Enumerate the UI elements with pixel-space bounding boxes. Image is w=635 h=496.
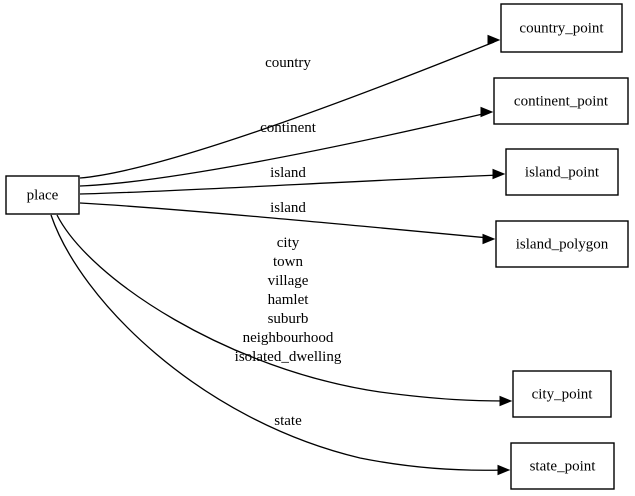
edge-label-line: island — [270, 200, 306, 216]
edge-label-place-state_point: state — [274, 413, 302, 429]
node-rect[interactable] — [510, 442, 615, 490]
node-label: island_point — [525, 164, 600, 180]
node-continent_point[interactable]: continent_point — [493, 77, 629, 125]
node-label: place — [27, 187, 59, 203]
node-label: state_point — [530, 458, 597, 474]
node-state_point[interactable]: state_point — [510, 442, 615, 490]
edge-label-line: country — [265, 55, 311, 71]
node-city_point[interactable]: city_point — [512, 370, 612, 418]
edge-label-place-country_point: country — [265, 55, 311, 71]
node-island_polygon[interactable]: island_polygon — [495, 220, 629, 268]
node-island_point[interactable]: island_point — [505, 148, 619, 196]
edge-place-island_polygon — [79, 202, 496, 245]
edge-line — [50, 214, 505, 471]
node-label: country_point — [519, 20, 604, 36]
edge-label-line: isolated_dwelling — [235, 349, 342, 365]
node-place[interactable]: place — [5, 175, 80, 215]
edge-line — [79, 41, 495, 179]
node-rect[interactable] — [5, 175, 80, 215]
edge-place-city_point — [56, 214, 513, 407]
edge-line — [79, 112, 488, 187]
edge-line — [79, 174, 500, 195]
arrowhead-icon — [482, 233, 496, 245]
arrowhead-icon — [499, 395, 513, 407]
edge-label-line: hamlet — [268, 292, 310, 308]
edge-label-line: continent — [260, 120, 317, 136]
edge-label-line: city — [277, 235, 300, 251]
edge-place-island_point — [79, 168, 506, 195]
node-rect[interactable] — [505, 148, 619, 196]
edge-label-place-island_point: island — [270, 165, 306, 181]
arrowhead-icon — [487, 34, 501, 46]
node-label: continent_point — [514, 93, 609, 109]
node-country_point[interactable]: country_point — [500, 3, 623, 53]
edge-place-country_point — [79, 34, 501, 179]
arrowhead-icon — [497, 464, 511, 476]
edge-label-line: island — [270, 165, 306, 181]
edge-line — [56, 214, 507, 402]
edge-label-line: neighbourhood — [243, 330, 334, 346]
edge-line — [79, 202, 490, 239]
edge-label-line: village — [268, 273, 309, 289]
edges-layer — [50, 34, 513, 476]
edge-labels-layer: country continent island island city town vill… — [235, 55, 342, 429]
node-rect[interactable] — [500, 3, 623, 53]
edge-label-line: state — [274, 413, 302, 429]
nodes-layer: place country_point continent_point island_… — [5, 3, 629, 490]
edge-label-line: town — [273, 254, 304, 270]
edge-place-state_point — [50, 214, 511, 476]
edge-label-line: suburb — [268, 311, 309, 327]
edge-label-place-island_polygon: island — [270, 200, 306, 216]
node-rect[interactable] — [493, 77, 629, 125]
arrowhead-icon — [480, 106, 494, 118]
edge-label-place-continent_point: continent — [260, 120, 317, 136]
edge-place-continent_point — [79, 106, 494, 187]
node-label: island_polygon — [516, 236, 609, 252]
node-rect[interactable] — [495, 220, 629, 268]
node-label: city_point — [532, 386, 594, 402]
arrowhead-icon — [492, 168, 506, 180]
node-rect[interactable] — [512, 370, 612, 418]
edge-label-place-city_point: city town village hamlet suburb neighbourhood… — [235, 235, 342, 365]
